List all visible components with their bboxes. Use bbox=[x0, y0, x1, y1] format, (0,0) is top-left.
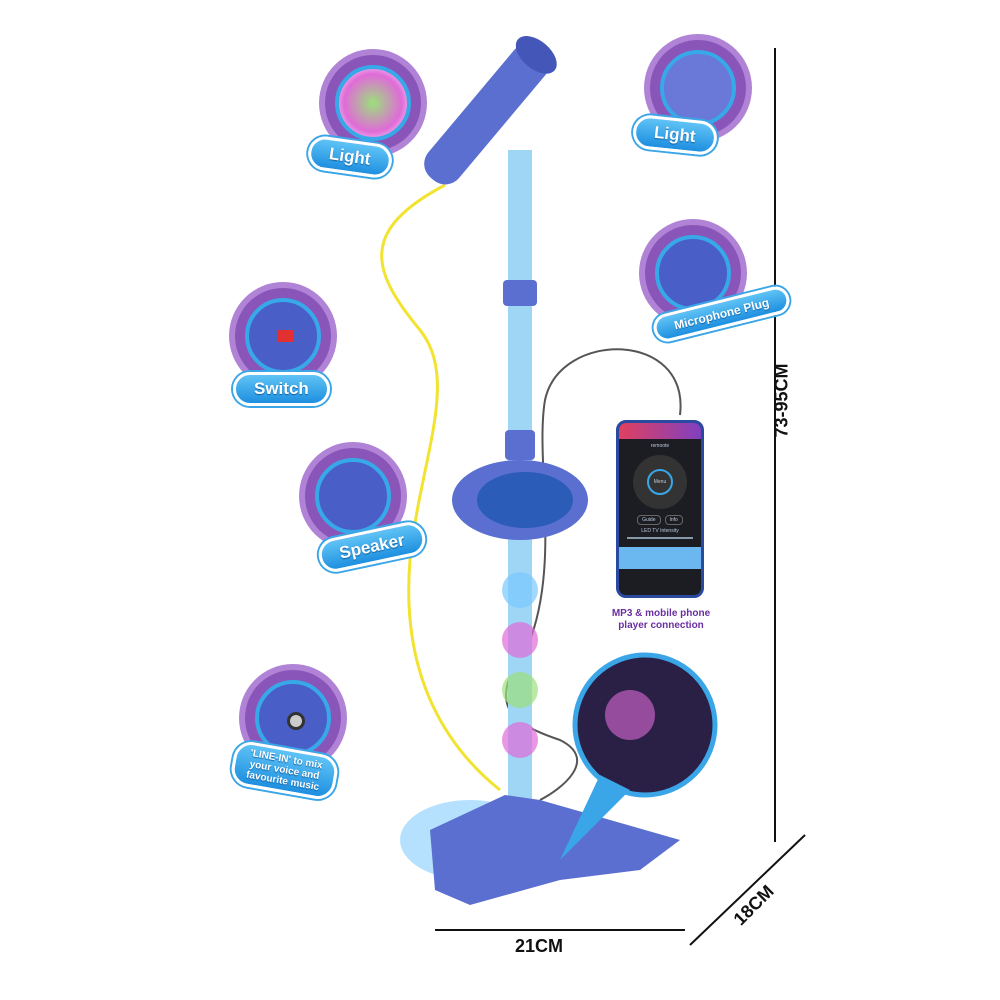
aux-cable bbox=[505, 348, 682, 801]
switch-badge bbox=[235, 288, 331, 384]
intensity-slider[interactable] bbox=[627, 537, 693, 539]
microphone-cable bbox=[380, 183, 501, 792]
phone-caption: MP3 & mobile phone player connection bbox=[596, 608, 726, 632]
stand-base bbox=[430, 795, 680, 905]
guide-button[interactable]: Guide bbox=[637, 515, 661, 525]
mobile-phone: remoote Menu Guide Info LED TV Intensity bbox=[616, 420, 704, 598]
height-dimension: 73-95CM bbox=[771, 363, 792, 438]
info-button[interactable]: Info bbox=[664, 515, 683, 525]
microphone-plug-badge bbox=[645, 225, 741, 321]
switch-label: Switch bbox=[233, 372, 330, 406]
menu-button[interactable]: Menu bbox=[647, 469, 673, 495]
light-left-badge bbox=[325, 55, 421, 151]
caption-line-2: player connection bbox=[618, 620, 704, 631]
depth-dimension-line bbox=[689, 834, 806, 946]
caption-line-1: MP3 & mobile phone bbox=[611, 608, 711, 619]
intensity-label: LED TV Intensity bbox=[641, 528, 679, 534]
switch-icon bbox=[277, 330, 293, 342]
app-name: remoote bbox=[650, 443, 670, 449]
line-in-jack-icon bbox=[287, 712, 305, 730]
microphone bbox=[424, 36, 557, 185]
width-dimension: 21CM bbox=[515, 936, 564, 956]
